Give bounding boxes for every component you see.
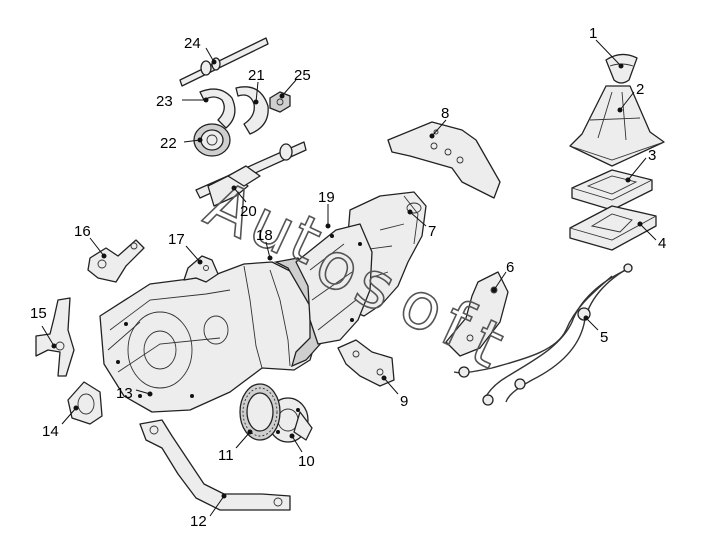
callout-3: 3 <box>625 147 656 183</box>
part-11-sensor-ring <box>239 383 281 441</box>
part-3-seal-plate <box>571 169 653 211</box>
callout-17: 17 <box>168 231 203 265</box>
callout-2: 2 <box>617 81 644 113</box>
callout-number: 25 <box>294 67 311 84</box>
callout-number: 17 <box>168 231 185 248</box>
part-25-nut <box>269 91 291 113</box>
callout-number: 16 <box>74 223 91 240</box>
part-13-gearbox-case <box>99 261 317 413</box>
callout-number: 5 <box>600 329 608 346</box>
callout-22: 22 <box>160 135 203 152</box>
callout-number: 7 <box>428 223 436 240</box>
callout-number: 23 <box>156 93 173 110</box>
callout-5: 5 <box>583 315 608 346</box>
callout-20: 20 <box>231 185 257 220</box>
callout-12: 12 <box>190 493 227 530</box>
callout-16: 16 <box>74 223 107 259</box>
callout-18: 18 <box>256 227 273 261</box>
callout-number: 21 <box>248 67 265 84</box>
callout-11: 11 <box>218 429 253 464</box>
callout-number: 18 <box>256 227 273 244</box>
callout-number: 1 <box>589 25 597 42</box>
part-21-ring <box>235 86 269 135</box>
callout-number: 13 <box>116 385 133 402</box>
callout-number: 12 <box>190 513 207 530</box>
callout-number: 20 <box>240 203 257 220</box>
part-17-clip <box>183 255 219 283</box>
callout-8: 8 <box>429 105 449 139</box>
callout-23: 23 <box>156 93 209 110</box>
callout-1: 1 <box>589 25 624 69</box>
callout-number: 4 <box>658 235 666 252</box>
callout-number: 15 <box>30 305 47 322</box>
callout-9: 9 <box>381 375 408 410</box>
part-23-synchro-sleeve <box>199 88 236 129</box>
callout-number: 9 <box>400 393 408 410</box>
part-6-cable-bracket <box>445 271 509 357</box>
part-9-mount-bracket <box>337 339 395 387</box>
callout-number: 22 <box>160 135 177 152</box>
part-5-shift-cables <box>453 263 633 406</box>
callout-number: 2 <box>636 81 644 98</box>
callout-10: 10 <box>289 433 315 470</box>
callout-19: 19 <box>318 189 335 229</box>
part-20-selector-shaft <box>195 141 307 207</box>
part-19-transfer-housing <box>295 223 373 345</box>
callout-25: 25 <box>279 67 311 99</box>
callout-14: 14 <box>42 405 79 440</box>
callout-number: 19 <box>318 189 335 206</box>
callout-number: 11 <box>218 447 234 464</box>
callout-number: 10 <box>298 453 315 470</box>
part-4-base-plate <box>569 205 657 251</box>
callout-15: 15 <box>30 305 57 349</box>
callout-number: 3 <box>648 147 656 164</box>
callout-number: 6 <box>506 259 514 276</box>
part-16-lever-bracket <box>87 239 145 283</box>
callout-6: 6 <box>491 259 514 293</box>
part-12-lower-support <box>139 419 291 511</box>
callout-21: 21 <box>248 67 265 105</box>
part-14-output-housing <box>67 381 103 425</box>
callout-number: 24 <box>184 35 201 52</box>
part-1-shift-knob <box>605 53 638 84</box>
callout-7: 7 <box>407 209 436 240</box>
callout-24: 24 <box>184 35 217 65</box>
callout-13: 13 <box>116 385 153 402</box>
callout-number: 14 <box>42 423 59 440</box>
part-8-crossmember <box>387 121 501 199</box>
callout-number: 8 <box>441 105 449 122</box>
callout-4: 4 <box>637 221 666 252</box>
part-22-synchro-hub <box>193 123 231 157</box>
part-24-shift-rod <box>179 37 269 87</box>
